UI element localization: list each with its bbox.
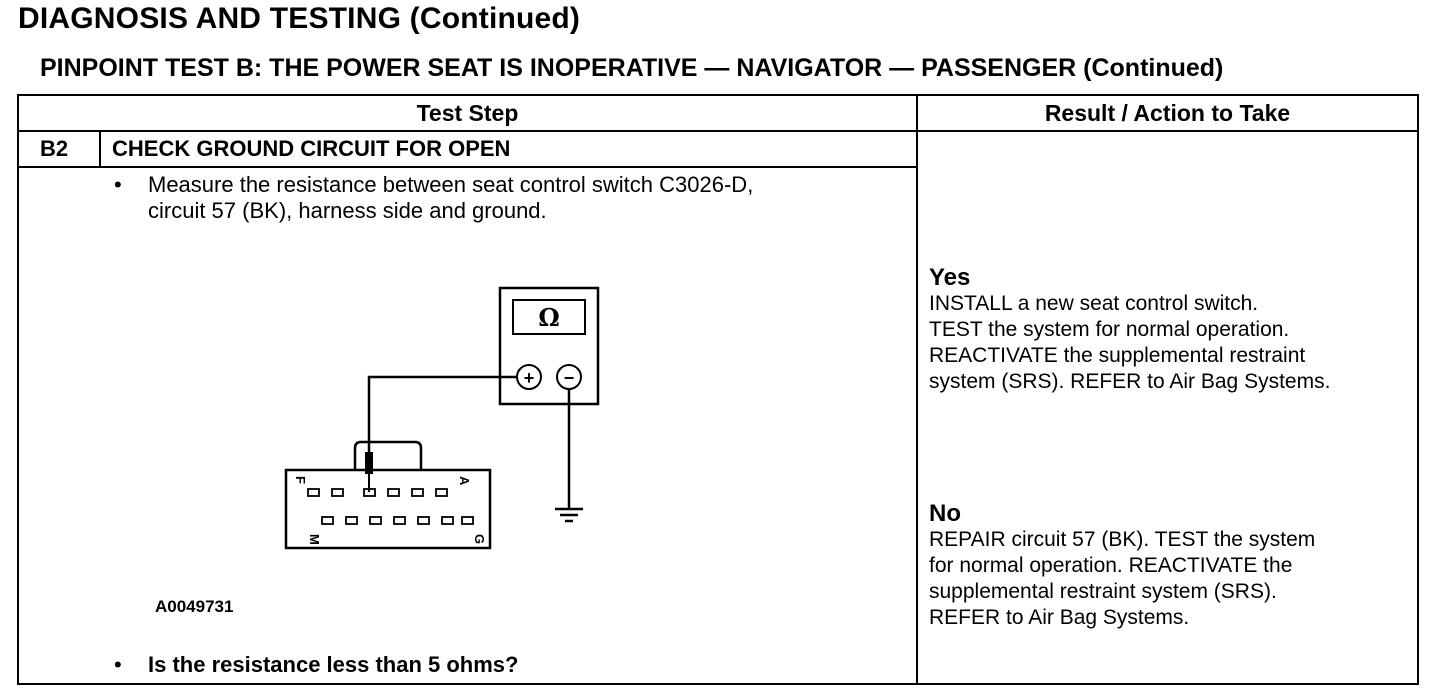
positive-lead-wire: [367, 375, 517, 452]
probe-tip: [365, 452, 373, 492]
result-yes-action: INSTALL a new seat control switch. TEST …: [929, 291, 1330, 395]
ground-symbol: [555, 507, 583, 523]
pin-label-g: G: [472, 534, 487, 544]
result-line: INSTALL a new seat control switch.: [929, 292, 1259, 315]
result-yes-label: Yes: [929, 264, 971, 291]
result-line: REACTIVATE the supplemental restraint: [929, 344, 1306, 367]
instruction-line: circuit 57 (BK), harness side and ground…: [148, 198, 547, 223]
step-title-bottom-border: [17, 166, 918, 168]
result-line: for normal operation. REACTIVATE the: [929, 554, 1293, 577]
table-top-border: [17, 94, 1419, 96]
connector-c3026: F A M G: [284, 440, 492, 550]
question-bullet: •: [114, 652, 122, 677]
minus-symbol: −: [564, 368, 575, 388]
instruction-line: Measure the resistance between seat cont…: [148, 172, 754, 197]
connector-bottom-row-pins: [321, 516, 474, 525]
header-bottom-border: [17, 130, 1419, 132]
pin-label-m: M: [307, 534, 322, 545]
step-id-divider: [99, 130, 101, 168]
pin-label-a: A: [457, 476, 472, 486]
ohmmeter-display: [512, 299, 586, 335]
page-title: DIAGNOSIS AND TESTING (Continued): [18, 2, 581, 35]
ohmmeter-wiring-diagram: Ω + −: [284, 286, 600, 550]
step-question: Is the resistance less than 5 ohms?: [148, 652, 519, 677]
pinpoint-test-subtitle: PINPOINT TEST B: THE POWER SEAT IS INOPE…: [40, 54, 1224, 82]
table-left-border: [17, 94, 19, 685]
table-bottom-border: [17, 683, 1419, 685]
result-line: REFER to Air Bag Systems.: [929, 606, 1190, 629]
instruction-text: Measure the resistance between seat cont…: [148, 172, 888, 224]
instruction-bullet: •: [114, 172, 122, 197]
result-line: REPAIR circuit 57 (BK). TEST the system: [929, 528, 1316, 551]
step-id: B2: [40, 136, 69, 161]
column-header-test-step: Test Step: [416, 100, 519, 126]
result-no-action: REPAIR circuit 57 (BK). TEST the system …: [929, 527, 1315, 631]
pin-label-f: F: [293, 476, 308, 484]
result-line: supplemental restraint system (SRS).: [929, 580, 1277, 603]
result-line: system (SRS). REFER to Air Bag Systems.: [929, 370, 1331, 393]
ohm-symbol: Ω: [538, 303, 559, 332]
table-right-border: [1417, 94, 1419, 685]
step-title: CHECK GROUND CIRCUIT FOR OPEN: [112, 136, 511, 161]
result-no-label: No: [929, 500, 961, 527]
connector-top-row-pins: [307, 488, 448, 497]
result-line: TEST the system for normal operation.: [929, 318, 1290, 341]
column-header-result: Result / Action to Take: [1044, 100, 1291, 126]
table-column-divider: [916, 94, 918, 685]
figure-id: A0049731: [155, 597, 234, 616]
plus-symbol: +: [524, 368, 535, 388]
